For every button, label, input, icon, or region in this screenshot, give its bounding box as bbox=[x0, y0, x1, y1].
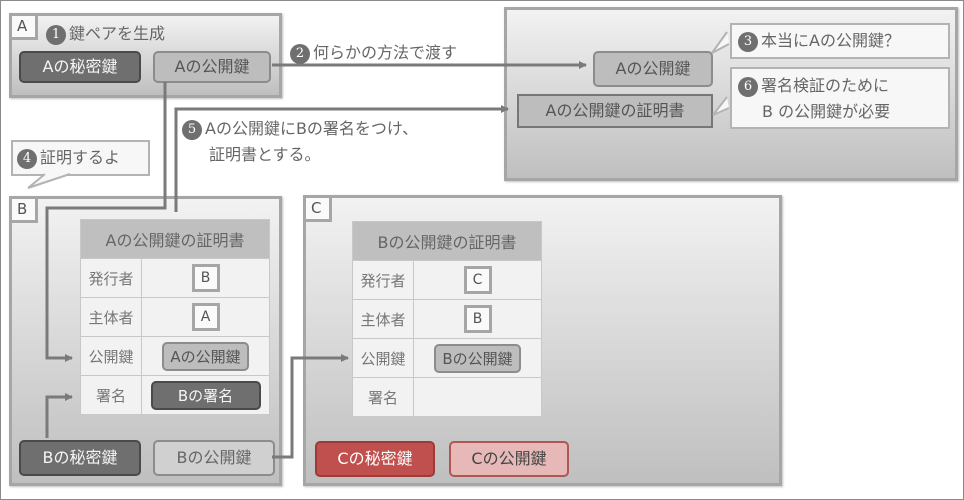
b-cert-pubkey-value: Aの公開鍵 bbox=[162, 341, 249, 371]
step-5-number-icon: 5 bbox=[182, 119, 202, 140]
b-cert-pubkey-label: 公開鍵 bbox=[80, 336, 142, 376]
c-cert-subject-label: 主体者 bbox=[352, 299, 414, 339]
step-5-line1: Aの公開鍵にBの署名をつけ、 bbox=[205, 119, 419, 138]
arrow-b-private-to-signature bbox=[45, 393, 73, 438]
callout-4-tail bbox=[27, 173, 71, 189]
c-public-key: Cの公開鍵 bbox=[449, 441, 569, 477]
step-5-line2: 証明書とする。 bbox=[209, 145, 321, 164]
step-1-text: 鍵ペアを生成 bbox=[69, 24, 166, 43]
panel-b-tag: B bbox=[12, 199, 38, 223]
b-private-key: Bの秘密鍵 bbox=[19, 440, 141, 476]
c-cert-pubkey-label: 公開鍵 bbox=[352, 338, 414, 378]
b-public-key: Bの公開鍵 bbox=[153, 440, 275, 476]
step-2-number-icon: 2 bbox=[290, 43, 310, 64]
arrow-step-5 bbox=[174, 105, 509, 212]
c-cert-signature-label: 署名 bbox=[352, 377, 414, 417]
b-cert-signature-value: Bの署名 bbox=[150, 380, 261, 410]
callout-6-line1: 署名検証のために bbox=[761, 76, 890, 95]
b-cert-subject-label: 主体者 bbox=[80, 297, 142, 337]
received-a-public-key: Aの公開鍵 bbox=[593, 51, 713, 87]
c-cert-issuer-value: C bbox=[463, 266, 492, 294]
callout-6-line2: B の公開鍵が必要 bbox=[762, 102, 891, 121]
callout-6-tail bbox=[712, 96, 730, 116]
received-certificate: Aの公開鍵の証明書 bbox=[517, 94, 713, 128]
b-cert-issuer-label: 発行者 bbox=[80, 258, 142, 298]
arrow-b-pubkey-to-c-cert bbox=[272, 354, 349, 459]
step-1-number-icon: 1 bbox=[46, 24, 66, 45]
c-cert-pubkey-value: Bの公開鍵 bbox=[434, 343, 521, 373]
step-3-number-icon: 3 bbox=[738, 31, 758, 52]
a-private-key: Aの秘密鍵 bbox=[19, 51, 141, 83]
callout-4-text: 証明するよ bbox=[40, 148, 121, 167]
arrow-a-pubkey-to-b-cert bbox=[45, 82, 167, 362]
b-cert-issuer-value: B bbox=[191, 264, 220, 292]
step-6-number-icon: 6 bbox=[738, 76, 758, 97]
c-cert-signature-value bbox=[413, 377, 542, 417]
c-private-key: Cの秘密鍵 bbox=[315, 441, 435, 477]
c-cert-issuer-label: 発行者 bbox=[352, 260, 414, 300]
step-2-text: 何らかの方法で渡す bbox=[313, 43, 458, 62]
callout-3-text: 本当にAの公開鍵？ bbox=[761, 31, 900, 50]
b-cert-title: Aの公開鍵の証明書 bbox=[80, 219, 270, 259]
c-cert-subject-value: B bbox=[463, 305, 492, 333]
b-cert-subject-value: A bbox=[191, 303, 220, 331]
step-4-number-icon: 4 bbox=[17, 148, 37, 169]
panel-a-tag: A bbox=[12, 16, 38, 40]
panel-c-tag: C bbox=[306, 198, 332, 222]
callout-3-tail bbox=[711, 31, 730, 54]
a-public-key: Aの公開鍵 bbox=[153, 51, 271, 83]
